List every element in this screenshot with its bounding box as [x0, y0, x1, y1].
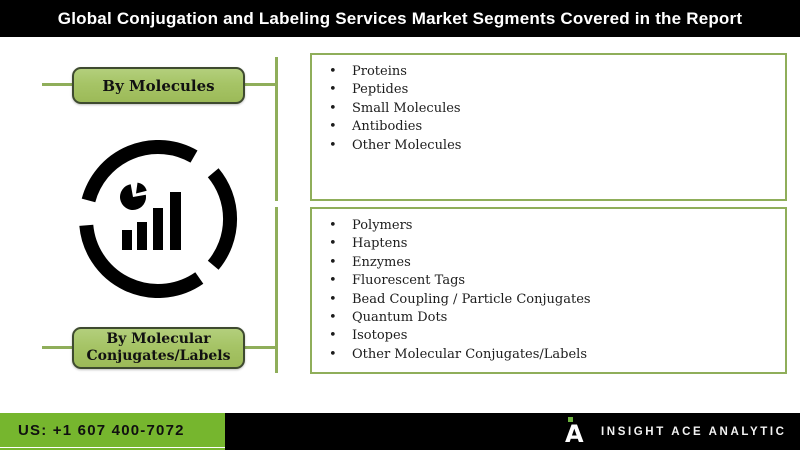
list-item: Bead Coupling / Particle Conjugates [312, 291, 779, 310]
list-item: Other Molecules [312, 137, 779, 156]
title-bar: Global Conjugation and Labeling Services… [0, 0, 800, 37]
list-item: Peptides [312, 81, 779, 100]
footer-phone-bar: US: +1 607 400-7072 [0, 413, 225, 447]
connector-line-right-stub-1 [243, 83, 278, 86]
brand-dot-icon [568, 416, 573, 422]
brand-name: INSIGHT ACE ANALYTIC [601, 425, 787, 438]
segment-node-label: By Molecules [102, 76, 215, 95]
list-item: Other Molecular Conjugates/Labels [312, 346, 779, 365]
conjugates-list: Polymers Haptens Enzymes Fluorescent Tag… [312, 209, 785, 365]
list-item: Isotopes [312, 327, 779, 346]
connector-line-vertical-2 [275, 207, 278, 373]
footer-contact-area: US: +1 607 400-7072 [0, 413, 225, 450]
phone-number: US: +1 607 400-7072 [18, 421, 185, 439]
segment-node-by-molecules: By Molecules [72, 67, 245, 104]
conjugates-list-box: Polymers Haptens Enzymes Fluorescent Tag… [310, 207, 787, 374]
list-item: Fluorescent Tags [312, 272, 779, 291]
segment-node-by-molecular-conjugates: By Molecular Conjugates/Labels [72, 327, 245, 369]
connector-line-vertical-1 [275, 57, 278, 201]
footer-accent-strip [0, 448, 225, 450]
molecules-list-box: Proteins Peptides Small Molecules Antibo… [310, 53, 787, 201]
connector-line-left-stub-2 [42, 346, 72, 349]
footer-brand-area: A INSIGHT ACE ANALYTIC [225, 413, 800, 450]
page-title: Global Conjugation and Labeling Services… [57, 8, 743, 28]
list-item: Quantum Dots [312, 309, 779, 328]
insight-ace-a-mark-icon: A [565, 416, 587, 448]
list-item: Proteins [312, 63, 779, 82]
connector-line-right-stub-2 [243, 346, 278, 349]
list-item: Polymers [312, 217, 779, 236]
pie-and-bar-chart-ring-icon [79, 140, 237, 298]
list-item: Haptens [312, 235, 779, 254]
list-item: Small Molecules [312, 100, 779, 119]
connector-line-left-stub-1 [42, 83, 72, 86]
list-item: Enzymes [312, 254, 779, 273]
brand-letter: A [565, 419, 584, 448]
segment-node-label: By Molecular Conjugates/Labels [86, 331, 231, 364]
list-item: Antibodies [312, 118, 779, 137]
molecules-list: Proteins Peptides Small Molecules Antibo… [312, 55, 785, 155]
